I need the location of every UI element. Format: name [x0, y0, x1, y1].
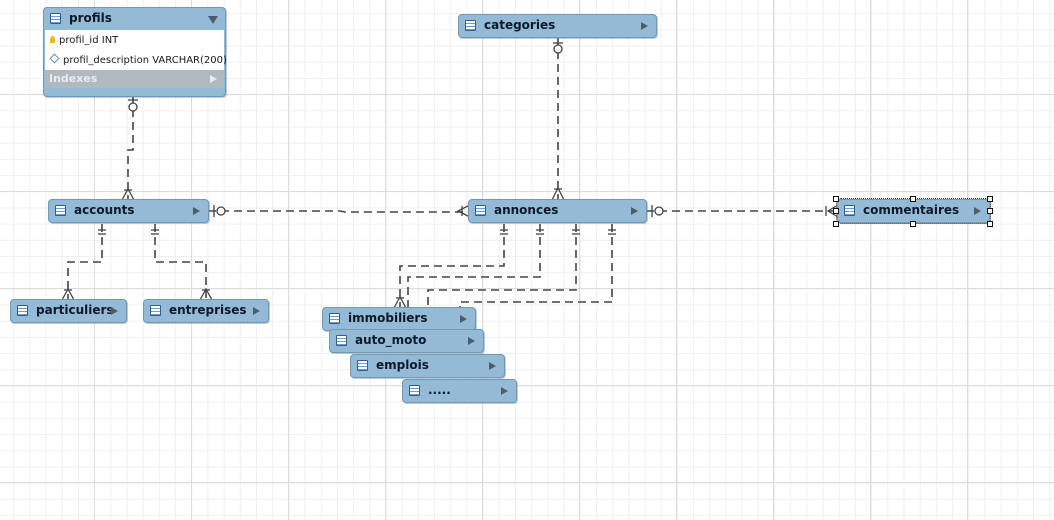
resize-handle[interactable]: [910, 196, 916, 202]
expand-arrow-icon[interactable]: [631, 207, 638, 215]
table-icon: [329, 313, 340, 324]
expand-arrow-icon[interactable]: [253, 307, 260, 315]
resize-handle[interactable]: [833, 221, 839, 227]
table-icon: [55, 205, 66, 216]
resize-handle[interactable]: [910, 221, 916, 227]
table-entreprises[interactable]: entreprises: [143, 299, 269, 323]
resize-handle[interactable]: [987, 208, 993, 214]
resize-handle[interactable]: [987, 196, 993, 202]
column-label: profil_id INT: [59, 35, 119, 46]
table-name: profils: [69, 11, 112, 25]
expand-arrow-icon[interactable]: [974, 207, 981, 215]
table-name: particuliers: [36, 303, 114, 317]
link-annonces-auto-moto: [407, 224, 541, 308]
table-commentaires[interactable]: commentaires: [836, 198, 991, 224]
indexes-section[interactable]: Indexes: [45, 70, 224, 88]
expand-arrow-icon[interactable]: [210, 75, 217, 83]
table-icon: [475, 205, 486, 216]
collapse-arrow-icon[interactable]: [208, 16, 218, 24]
expand-arrow-icon[interactable]: [501, 387, 508, 395]
table-auto-moto[interactable]: auto_moto: [329, 329, 484, 353]
column-label: profil_description VARCHAR(200): [63, 55, 227, 66]
resize-handle[interactable]: [833, 208, 839, 214]
table-icon: [357, 360, 368, 371]
expand-arrow-icon[interactable]: [111, 307, 118, 315]
table-name: auto_moto: [355, 333, 427, 347]
table-name: .....: [428, 383, 451, 397]
column-list: profil_id INT profil_description VARCHAR…: [45, 30, 227, 70]
indexes-label: Indexes: [49, 72, 98, 85]
table-icon: [844, 205, 855, 216]
table-emplois[interactable]: emplois: [350, 354, 505, 378]
link-accounts-annonces: [208, 210, 470, 213]
primary-key-icon: [50, 36, 55, 43]
table-name: categories: [484, 18, 556, 32]
table-accounts[interactable]: accounts: [48, 199, 209, 223]
table-more[interactable]: .....: [402, 379, 517, 403]
column-row[interactable]: profil_description VARCHAR(200): [49, 53, 227, 66]
table-immobiliers[interactable]: immobiliers: [322, 307, 476, 331]
link-profils-accounts: [127, 96, 134, 200]
resize-handle[interactable]: [833, 196, 839, 202]
link-annonces-more: [459, 224, 613, 308]
table-name: immobiliers: [348, 311, 428, 325]
table-name: commentaires: [863, 203, 960, 217]
table-profils[interactable]: profils profil_id INT profil_description…: [43, 7, 227, 97]
table-icon: [150, 305, 161, 316]
expand-arrow-icon[interactable]: [460, 315, 467, 323]
table-categories[interactable]: categories: [458, 14, 657, 38]
expand-arrow-icon[interactable]: [193, 207, 200, 215]
expand-arrow-icon[interactable]: [489, 362, 496, 370]
link-accounts-entreprises: [154, 224, 207, 300]
table-name: annonces: [494, 203, 559, 217]
table-annonces[interactable]: annonces: [468, 199, 647, 223]
table-icon: [465, 20, 476, 31]
expand-arrow-icon[interactable]: [468, 337, 475, 345]
table-icon: [17, 305, 28, 316]
resize-handle[interactable]: [987, 221, 993, 227]
column-diamond-icon: [49, 53, 60, 64]
link-annonces-emplois: [427, 224, 577, 308]
table-icon: [336, 335, 347, 346]
link-accounts-particuliers: [67, 224, 103, 300]
link-annonces-immobiliers: [399, 224, 505, 308]
table-name: entreprises: [169, 303, 247, 317]
table-name: accounts: [74, 203, 135, 217]
table-icon: [50, 13, 61, 24]
table-name: emplois: [376, 358, 429, 372]
table-icon: [409, 385, 420, 396]
table-particuliers[interactable]: particuliers: [10, 299, 127, 323]
column-row[interactable]: profil_id INT: [50, 35, 118, 46]
expand-arrow-icon[interactable]: [641, 22, 648, 30]
